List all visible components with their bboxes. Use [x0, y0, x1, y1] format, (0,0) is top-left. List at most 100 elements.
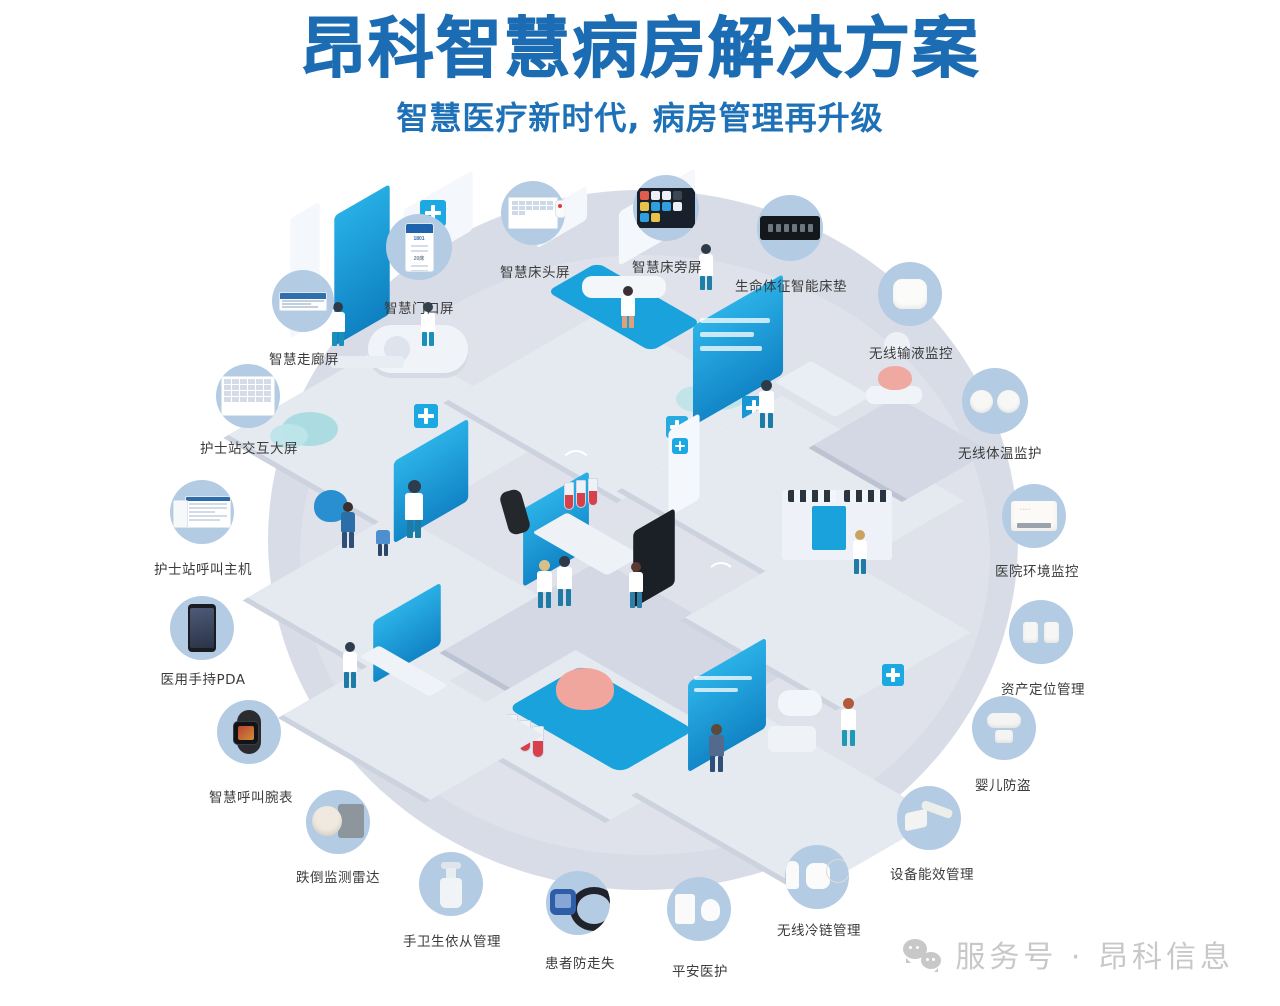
- wechat-icon: [903, 939, 942, 972]
- brain-stand: [866, 386, 922, 404]
- device-label-smart-door-screen: 智慧门口屏: [384, 301, 454, 317]
- display-line-c: [700, 346, 762, 351]
- side-panel-a: [668, 413, 700, 517]
- device-bubble-hand-hygiene[interactable]: [419, 852, 483, 916]
- call-watch-icon: [227, 710, 271, 754]
- device-bubble-medical-pda[interactable]: [170, 596, 234, 660]
- device-label-wireless-temperature: 无线体温监护: [958, 446, 1042, 462]
- device-label-fall-detection-radar: 跌倒监测雷达: [296, 870, 380, 886]
- device-label-hand-hygiene: 手卫生依从管理: [403, 934, 501, 950]
- device-bubble-smart-bedhead-screen[interactable]: [501, 181, 565, 245]
- microscope: [498, 487, 532, 537]
- device-bubble-nurse-station-host[interactable]: [170, 480, 234, 544]
- tele-line-a: [694, 676, 752, 680]
- device-bubble-hospital-environment[interactable]: ▫▫▫▫: [1002, 484, 1066, 548]
- device-bubble-patient-anti-wandering[interactable]: [546, 871, 610, 935]
- glucose-meter: [768, 726, 816, 752]
- hand-hygiene-icon: [437, 860, 465, 908]
- medical-cross-icon-e: [414, 404, 438, 428]
- page-title: 昂科智慧病房解决方案: [300, 10, 980, 87]
- device-label-smart-bedside-screen: 智慧床旁屏: [632, 260, 702, 276]
- device-label-hospital-environment: 医院环境监控: [995, 564, 1079, 580]
- cloud-shape-b2: [270, 424, 308, 448]
- awning-left: [788, 490, 836, 502]
- test-tube-1: [564, 482, 574, 510]
- device-label-smart-corridor-screen: 智慧走廊屏: [269, 352, 339, 368]
- device-bubble-asset-location[interactable]: [1009, 600, 1073, 664]
- person-patient-tele: [708, 724, 725, 772]
- wifi-icon-a: [560, 450, 592, 482]
- device-label-nurse-station-screen: 护士站交互大屏: [200, 441, 298, 457]
- device-bubble-wireless-infusion[interactable]: [878, 262, 942, 326]
- device-bubble-safety-care[interactable]: [667, 877, 731, 941]
- device-label-smart-bedhead-screen: 智慧床头屏: [500, 265, 570, 281]
- device-bubble-fall-detection-radar[interactable]: [306, 790, 370, 854]
- person-assistant: [340, 502, 356, 548]
- device-label-safety-care: 平安医护: [672, 964, 728, 980]
- device-bubble-vital-sign-mattress[interactable]: [757, 195, 823, 261]
- device-label-vital-sign-mattress: 生命体征智能床垫: [735, 279, 847, 295]
- mri-bed: [330, 356, 404, 368]
- awning-right: [844, 490, 890, 502]
- person-radiologist: [330, 302, 346, 346]
- medical-cross-icon-d: [672, 438, 688, 454]
- brain-model: [878, 366, 912, 390]
- mattress-icon: [760, 216, 820, 240]
- person-doctor-mri: [420, 302, 436, 346]
- device-bubble-smart-corridor-screen[interactable]: [272, 270, 334, 332]
- device-label-wireless-cold-chain: 无线冷链管理: [777, 923, 861, 939]
- wifi-icon-b: [706, 562, 736, 592]
- device-bubble-infant-anti-theft[interactable]: [972, 696, 1036, 760]
- asset-tag-icon: [1023, 621, 1059, 643]
- device-label-medical-pda: 医用手持PDA: [160, 672, 246, 688]
- stethoscope-head: [778, 690, 822, 716]
- header: 昂科智慧病房解决方案 智慧医疗新时代, 病房管理再升级: [0, 10, 1280, 139]
- infusion-monitor-icon: [893, 279, 927, 309]
- device-label-smart-call-watch: 智慧呼叫腕表: [209, 790, 293, 806]
- fall-radar-icon: [312, 804, 364, 840]
- wander-band-icon: [550, 887, 610, 931]
- device-bubble-wireless-cold-chain[interactable]: [785, 845, 849, 909]
- person-doctor-bed: [698, 244, 714, 290]
- device-bubble-smart-call-watch[interactable]: [217, 700, 281, 764]
- tele-line-b: [694, 688, 738, 692]
- pda-icon: [188, 604, 216, 652]
- device-label-equipment-efficiency: 设备能效管理: [890, 867, 974, 883]
- safety-pendant-icon: [673, 892, 725, 926]
- display-line-a: [700, 318, 770, 323]
- person-pharmacist: [404, 480, 424, 538]
- person-lab-tech-b: [556, 556, 573, 606]
- infant-band-icon: [987, 713, 1021, 743]
- test-tube-3: [588, 478, 598, 506]
- device-bubble-nurse-station-screen[interactable]: [216, 364, 280, 428]
- temperature-tag-icon: [970, 389, 1020, 413]
- device-label-wireless-infusion: 无线输液监控: [869, 346, 953, 362]
- cold-chain-icon: [786, 857, 849, 897]
- storefront-door: [812, 506, 846, 550]
- person-doctor-monitor: [758, 380, 775, 428]
- nurse-bigscreen-icon: [221, 376, 275, 416]
- equipment-energy-icon: [905, 799, 954, 833]
- brain-halo: [884, 332, 910, 358]
- bedhead-screen-icon: [508, 197, 565, 229]
- isometric-scene: [228, 168, 1018, 893]
- nurse-call-host-icon: [173, 496, 231, 528]
- device-bubble-equipment-efficiency[interactable]: [897, 786, 961, 850]
- device-bubble-smart-bedside-screen[interactable]: [633, 175, 699, 241]
- device-label-infant-anti-theft: 婴儿防盗: [975, 778, 1031, 794]
- page-subtitle: 智慧医疗新时代, 病房管理再升级: [396, 99, 884, 138]
- person-doctor-tele: [840, 698, 857, 746]
- device-label-nurse-station-host: 护士站呼叫主机: [154, 562, 252, 578]
- person-receptionist: [342, 642, 358, 688]
- device-label-asset-location: 资产定位管理: [1001, 682, 1085, 698]
- device-bubble-wireless-temperature[interactable]: [962, 368, 1028, 434]
- test-tube-2: [576, 480, 586, 508]
- environment-sensor-icon: ▫▫▫▫: [1011, 501, 1057, 531]
- person-lab-tech-c: [628, 562, 644, 608]
- display-line-b: [700, 332, 754, 337]
- medical-cross-icon-f: [882, 664, 904, 686]
- corridor-screen-icon: [279, 291, 327, 311]
